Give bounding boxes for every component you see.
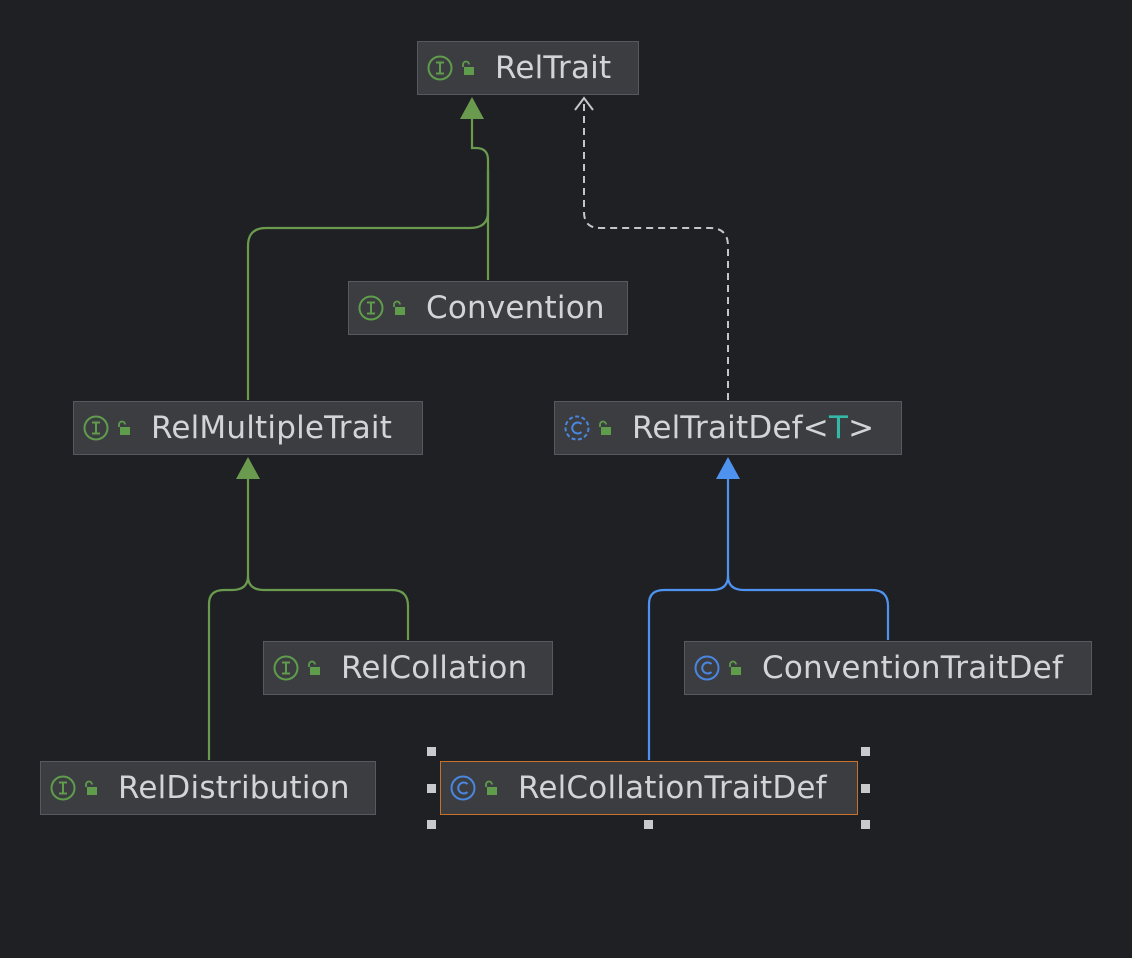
edge-relcollationtraitdef-to-reltraitdef bbox=[647, 575, 730, 760]
interface-icon bbox=[273, 655, 299, 681]
reltraitdef-inheritance-arrowhead bbox=[716, 457, 740, 479]
node-label: RelTraitDef<T> bbox=[632, 410, 875, 446]
relmultipletrait-inheritance-arrowhead bbox=[236, 457, 260, 479]
node-label: RelDistribution bbox=[118, 770, 350, 806]
interface-icon bbox=[358, 295, 384, 321]
public-access-icon bbox=[729, 660, 741, 675]
reltrait-inheritance-arrowhead bbox=[460, 97, 484, 119]
node-relcollationtraitdef[interactable]: RelCollationTraitDef bbox=[440, 761, 858, 815]
interface-icon bbox=[50, 775, 76, 801]
resize-handle-top-left[interactable] bbox=[427, 747, 436, 756]
resize-handle-bottom-center[interactable] bbox=[644, 820, 653, 829]
node-label: RelCollation bbox=[341, 650, 528, 686]
generic-type-parameter: T bbox=[828, 410, 849, 446]
edge-relcollation-to-relmultipletrait bbox=[246, 478, 410, 640]
node-reltraitdef[interactable]: RelTraitDef<T> bbox=[554, 401, 902, 455]
interface-icon bbox=[427, 55, 453, 81]
resize-handle-middle-left[interactable] bbox=[427, 784, 436, 793]
node-label: RelTrait bbox=[495, 50, 612, 86]
interface-icon bbox=[83, 415, 109, 441]
edge-relmultipletrait-to-reltrait bbox=[246, 170, 490, 400]
edge-reltraitdef-to-reltrait bbox=[574, 96, 729, 400]
resize-handle-bottom-left[interactable] bbox=[427, 820, 436, 829]
public-access-icon bbox=[85, 780, 97, 795]
node-relcollation[interactable]: RelCollation bbox=[263, 641, 553, 695]
node-reldistribution[interactable]: RelDistribution bbox=[40, 761, 376, 815]
edge-conventiontraitdef-to-reltraitdef bbox=[726, 478, 890, 640]
node-relmultipletrait[interactable]: RelMultipleTrait bbox=[73, 401, 423, 455]
public-access-icon bbox=[462, 60, 474, 75]
public-access-icon bbox=[599, 420, 611, 435]
abstract-class-icon bbox=[564, 415, 590, 441]
node-label: Convention bbox=[426, 290, 605, 326]
public-access-icon bbox=[393, 300, 405, 315]
node-label: RelMultipleTrait bbox=[151, 410, 393, 446]
public-access-icon bbox=[308, 660, 320, 675]
class-icon bbox=[694, 655, 720, 681]
resize-handle-middle-right[interactable] bbox=[861, 784, 870, 793]
public-access-icon bbox=[118, 420, 130, 435]
node-conventiontraitdef[interactable]: ConventionTraitDef bbox=[684, 641, 1092, 695]
class-icon bbox=[450, 775, 476, 801]
resize-handle-bottom-right[interactable] bbox=[861, 820, 870, 829]
edge-convention-to-reltrait bbox=[470, 118, 490, 280]
node-convention[interactable]: Convention bbox=[348, 281, 628, 335]
public-access-icon bbox=[485, 780, 497, 795]
node-reltrait[interactable]: RelTrait bbox=[417, 41, 639, 95]
node-label: RelCollationTraitDef bbox=[518, 770, 827, 806]
resize-handle-top-right[interactable] bbox=[861, 747, 870, 756]
edge-reldistribution-to-relmultipletrait bbox=[207, 575, 250, 760]
node-label: ConventionTraitDef bbox=[762, 650, 1064, 686]
